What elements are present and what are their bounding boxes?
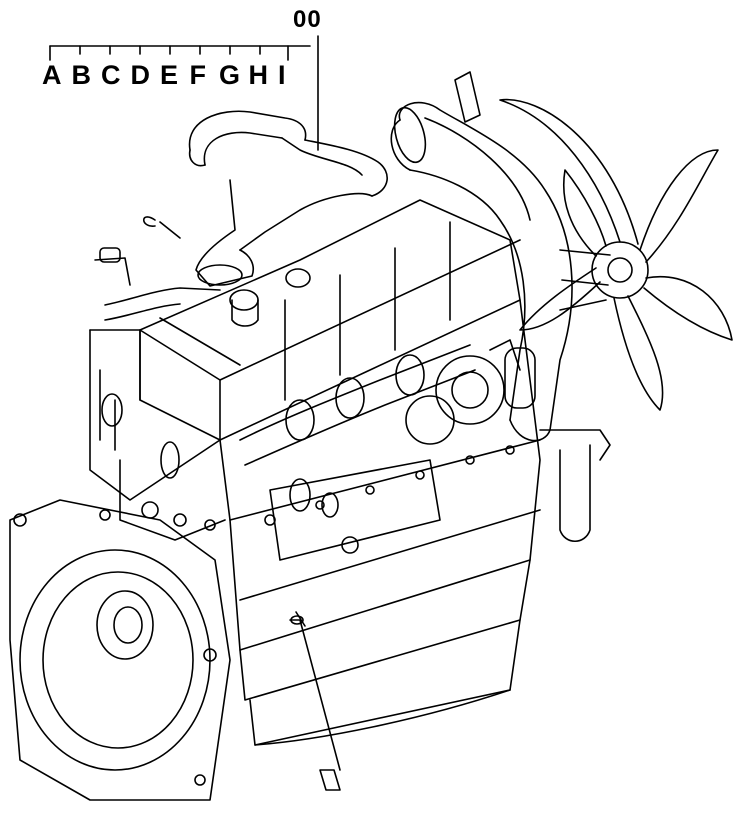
- hose-fittings: [94, 216, 221, 321]
- intake-pipe: [188, 110, 388, 287]
- index-letter-b: B: [71, 60, 92, 90]
- index-letter-h: H: [248, 60, 269, 90]
- index-letter-a: A: [42, 60, 62, 90]
- oil-pan: [249, 619, 521, 746]
- index-letter-g: G: [219, 60, 241, 90]
- injection-pump: [269, 459, 441, 561]
- index-letter-f: F: [189, 60, 207, 90]
- index-letter-i: I: [278, 60, 286, 90]
- index-letter-e: E: [160, 60, 179, 90]
- valve-cover: [139, 199, 521, 441]
- coolant-pipe: [539, 429, 611, 543]
- index-letter-d: D: [130, 60, 151, 90]
- engine-block: [89, 299, 541, 701]
- index-letter-c: C: [101, 60, 121, 90]
- cooling-fan: [499, 98, 733, 411]
- index-letters: A B C D E F G H I: [42, 60, 308, 91]
- reference-number: 00: [293, 6, 322, 33]
- flywheel-housing: [9, 499, 231, 801]
- exhaust-manifold: [239, 339, 536, 466]
- air-duct: [390, 71, 573, 442]
- dipstick: [289, 611, 341, 791]
- index-ruler: [49, 35, 319, 151]
